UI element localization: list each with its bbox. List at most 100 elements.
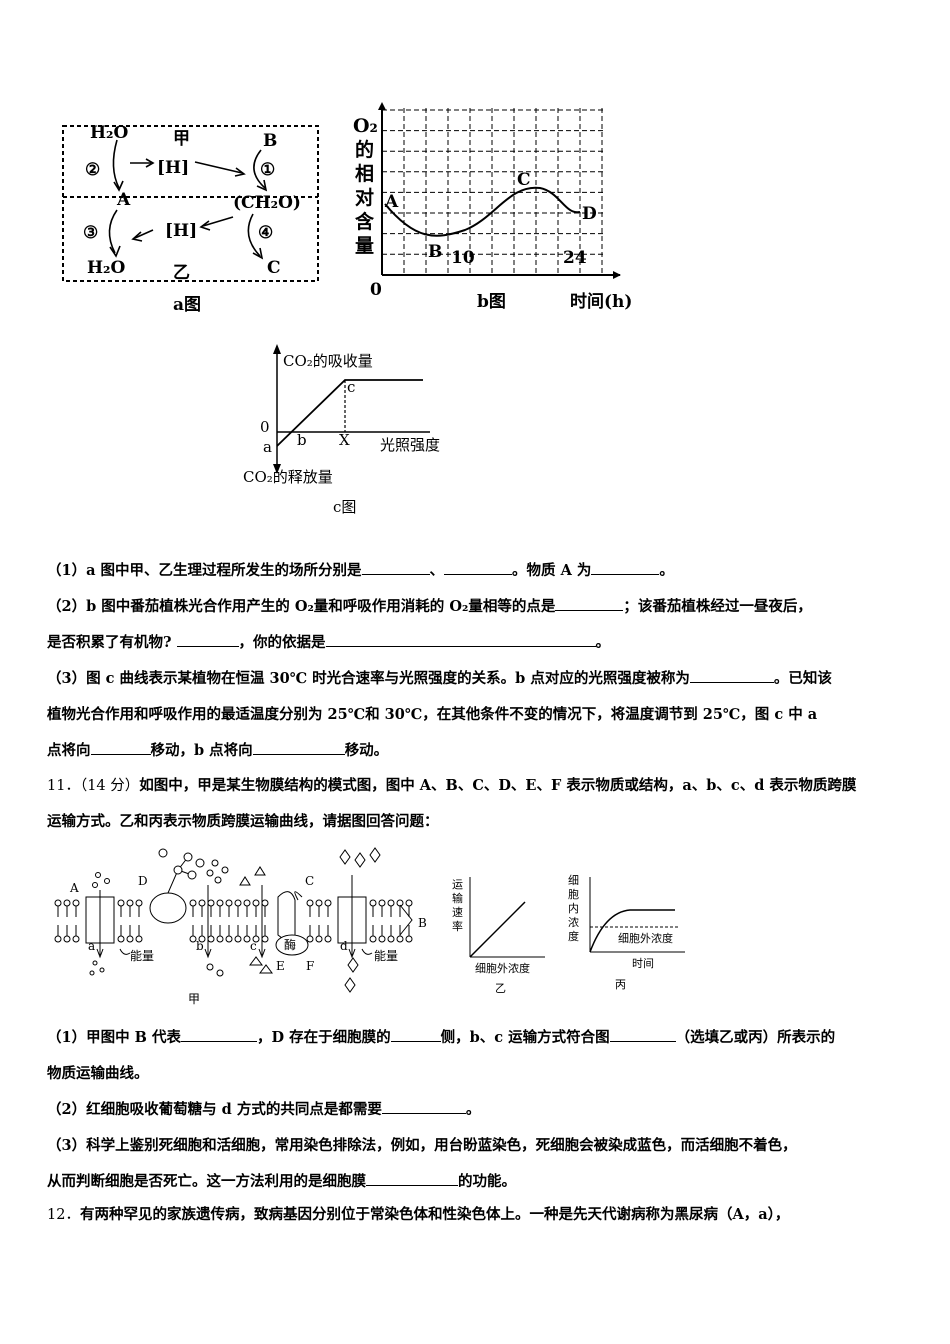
yi-y-2: 输 bbox=[452, 891, 463, 905]
q10-p2-end: 。 bbox=[595, 634, 611, 651]
blank[interactable] bbox=[90, 740, 151, 755]
q10-part2-cont: 是否积累了有机物? ，你的依据是 。 bbox=[47, 630, 907, 656]
figure-c: CO₂的吸收量 0 a b c X 光照强度 CO₂的释放量 c图 bbox=[235, 340, 475, 520]
q11-p1-text2: ，D 存在于细胞膜的 bbox=[256, 1029, 391, 1046]
blank[interactable] bbox=[689, 668, 774, 683]
yi-y-4: 率 bbox=[452, 919, 463, 933]
bing-curve bbox=[589, 909, 675, 953]
circle-2-label: ② bbox=[85, 160, 100, 180]
jia-caption: 甲 bbox=[188, 992, 200, 1006]
jia-label: 甲 bbox=[173, 129, 190, 149]
enzyme-shape bbox=[275, 934, 309, 956]
particles bbox=[89, 847, 381, 993]
q11-stem-line2: 运输方式。乙和丙表示物质跨膜运输曲线，请据图回答问题： bbox=[47, 809, 907, 835]
blank[interactable] bbox=[555, 596, 624, 611]
q10-p1-sep: 、 bbox=[429, 562, 445, 579]
q10-part3-cont2: 点将向移动，b 点将向移动。 bbox=[47, 738, 907, 764]
figure-b-caption: b图 bbox=[477, 292, 506, 312]
y-label-2: 的 bbox=[355, 138, 374, 161]
label-D: D bbox=[138, 874, 148, 888]
q10-part3-cont: 植物光合作用和呼吸作用的最适温度分别为 25℃和 30℃，在其他条件不变的情况下… bbox=[47, 702, 907, 728]
zero-label: 0 bbox=[260, 418, 270, 436]
b-arrow bbox=[399, 904, 413, 936]
lipid-bilayer bbox=[54, 899, 413, 943]
figure-c-caption: c图 bbox=[333, 498, 356, 516]
h2o-top-label: H₂O bbox=[90, 123, 129, 143]
circle-3-label: ③ bbox=[83, 223, 98, 243]
y-label-5: 含 bbox=[355, 210, 375, 233]
graph-yi: 运 输 速 率 细胞外浓度 乙 bbox=[440, 872, 550, 997]
q11-stem-text: 如图中，甲是某生物膜结构的模式图，图中 A、B、C、D、E、F 表示物质或结构，… bbox=[139, 777, 857, 794]
yi-y-1: 运 bbox=[452, 878, 463, 891]
point-b: B bbox=[428, 242, 442, 262]
sugar-dot bbox=[173, 865, 183, 875]
x-axis-arrow bbox=[613, 271, 621, 279]
blank[interactable] bbox=[609, 1027, 676, 1042]
membrane-figure: A B C D E F a b c d 能量 能量 酶 甲 bbox=[50, 845, 430, 1015]
y-label-4: 对 bbox=[355, 186, 374, 209]
x-axis-label: 时间(h) bbox=[570, 291, 632, 312]
q11-p3-end: 的功能。 bbox=[458, 1173, 516, 1190]
blank[interactable] bbox=[444, 560, 513, 575]
q10-part3: （3）图 c 曲线表示某植物在恒温 30℃ 时光合速率与光照强度的关系。b 点对… bbox=[47, 666, 907, 692]
x-label: X bbox=[339, 431, 350, 449]
y-label-3: 相 bbox=[355, 163, 374, 185]
y-up-label: CO₂的吸收量 bbox=[283, 352, 373, 370]
blank[interactable] bbox=[366, 1171, 458, 1186]
q10-p2-text4: ，你的依据是 bbox=[238, 634, 326, 651]
q10-p2-text3: 是否积累了有机物? bbox=[47, 634, 177, 651]
sugar-dot bbox=[187, 870, 197, 880]
carrier-c-edge bbox=[294, 891, 303, 901]
yi-label: 乙 bbox=[173, 263, 190, 283]
y-axis-arrow-up bbox=[273, 344, 281, 354]
y-down-label: CO₂的释放量 bbox=[243, 468, 333, 486]
sugar-dot bbox=[183, 852, 193, 862]
q12-number: 12． bbox=[47, 1207, 80, 1223]
tick-10: 10 bbox=[451, 248, 475, 268]
q11-part3: （3）科学上鉴别死细胞和活细胞，常用染色排除法，例如，用台盼蓝染色，死细胞会被染… bbox=[47, 1133, 907, 1159]
blank[interactable] bbox=[361, 560, 430, 575]
blank[interactable] bbox=[390, 1027, 441, 1042]
blank[interactable] bbox=[591, 560, 660, 575]
circle-4-label: ④ bbox=[258, 223, 273, 243]
q11-part2: （2）红细胞吸收葡萄糖与 d 方式的共同点是都需要。 bbox=[47, 1097, 907, 1123]
figure-a: H₂O 甲 B ② [H] ① A (CH₂O) ③ [H] ④ H₂O 乙 C… bbox=[55, 118, 325, 318]
q10-part1: （1）a 图中甲、乙生理过程所发生的场所分别是、。物质 A 为。 bbox=[47, 558, 907, 584]
label-E: E bbox=[276, 959, 285, 973]
q11-p1-text: （1）甲图中 B 代表 bbox=[47, 1029, 181, 1046]
q11-p1-text5: 物质运输曲线。 bbox=[47, 1065, 149, 1082]
q10-p1-text: （1）a 图中甲、乙生理过程所发生的场所分别是 bbox=[47, 562, 362, 579]
a-label: a bbox=[263, 438, 272, 456]
q10-p3-text: （3）图 c 曲线表示某植物在恒温 30℃ 时光合速率与光照强度的关系。b 点对… bbox=[47, 670, 690, 687]
blank[interactable] bbox=[176, 632, 239, 647]
blank[interactable] bbox=[381, 1099, 466, 1114]
blank[interactable] bbox=[325, 632, 596, 647]
label-b: b bbox=[196, 939, 204, 953]
label-A: A bbox=[69, 881, 79, 895]
q10-p3-text2: 。已知该 bbox=[773, 670, 832, 687]
bing-y-4: 浓 bbox=[568, 916, 579, 929]
x-axis-title: 光照强度 bbox=[380, 436, 440, 454]
q10-p3-text5: 移动，b 点将向 bbox=[150, 742, 253, 759]
dashed-frame-outer bbox=[62, 125, 319, 282]
bing-y-5: 度 bbox=[568, 929, 579, 943]
blank[interactable] bbox=[180, 1027, 257, 1042]
c-bottom-label: C bbox=[267, 258, 281, 278]
energy-label-2: 能量 bbox=[374, 949, 398, 963]
point-a: A bbox=[384, 192, 399, 212]
h-lower-label: [H] bbox=[165, 221, 197, 241]
yi-y-3: 速 bbox=[452, 906, 463, 919]
q10-p3-end: 移动。 bbox=[344, 742, 389, 759]
q11-part1: （1）甲图中 B 代表，D 存在于细胞膜的侧，b、c 运输方式符合图（选填乙或丙… bbox=[47, 1025, 907, 1051]
q10-part2: （2）b 图中番茄植株光合作用产生的 O₂量和呼吸作用消耗的 O₂量相等的点是；… bbox=[47, 594, 907, 620]
yi-caption: 乙 bbox=[495, 982, 506, 995]
q11-stem-text2: 运输方式。乙和丙表示物质跨膜运输曲线，请据图回答问题： bbox=[47, 813, 439, 830]
q11-stem-line1: 11．（14 分）如图中，甲是某生物膜结构的模式图，图中 A、B、C、D、E、F… bbox=[47, 773, 907, 799]
c-label: c bbox=[347, 378, 355, 396]
label-a: a bbox=[88, 939, 95, 953]
figure-b: O₂ 的 相 对 含 量 A B C D 0 10 24 b图 时间(h) bbox=[345, 100, 655, 320]
a-label: A bbox=[116, 190, 131, 210]
label-F: F bbox=[306, 959, 314, 973]
blank[interactable] bbox=[252, 740, 345, 755]
question-11-stem: 11．（14 分）如图中，甲是某生物膜结构的模式图，图中 A、B、C、D、E、F… bbox=[47, 773, 907, 835]
